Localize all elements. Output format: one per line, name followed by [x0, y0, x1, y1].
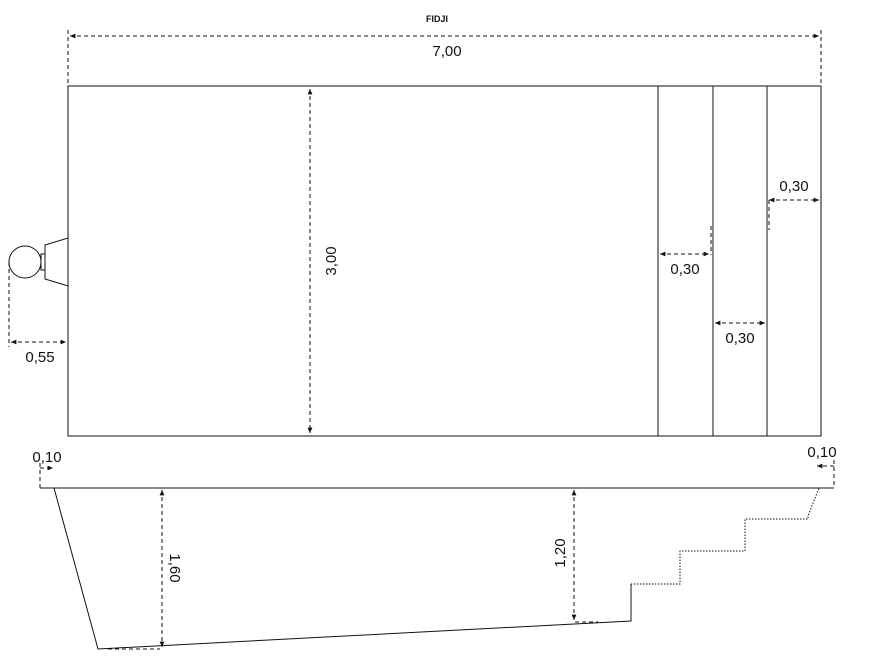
steps-profile — [631, 487, 820, 585]
step-2-width-label: 0,30 — [725, 330, 754, 347]
step-1-width-label: 0,30 — [670, 261, 699, 278]
right-edge-label: 0,10 — [807, 444, 836, 461]
deep-depth-label: 1,60 — [166, 553, 183, 582]
length-label: 7,00 — [432, 43, 461, 60]
left-edge-label: 0,10 — [32, 449, 61, 466]
drawing-title: FIDJI — [426, 14, 448, 24]
shallow-depth-label: 1,20 — [552, 538, 569, 567]
skimmer-icon — [8, 237, 69, 287]
pool-outline-plan — [67, 85, 822, 437]
skimmer-offset-label: 0,55 — [25, 349, 54, 366]
pool-floor-profile — [53, 487, 632, 650]
width-label: 3,00 — [323, 246, 340, 275]
step-3-width-label: 0,30 — [779, 178, 808, 195]
